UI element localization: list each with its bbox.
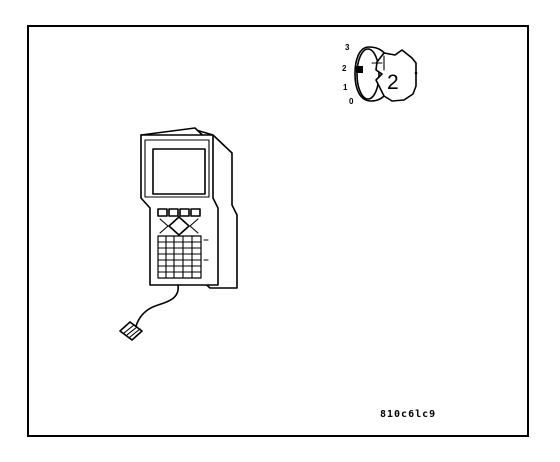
side-key-detail [203, 239, 209, 261]
navigation-side-keys [159, 218, 199, 234]
tester-cable [119, 284, 179, 341]
key-head [375, 49, 417, 102]
connector-plug [119, 321, 143, 341]
navigation-pad [168, 216, 190, 236]
key-number-label: 2 [387, 71, 399, 94]
ignition-switch: 2 3 2 1 0 [342, 43, 418, 106]
figure-code: 810c6lc9 [380, 409, 436, 420]
figure-frame [27, 25, 529, 437]
position-marker [356, 66, 363, 73]
lock-face [356, 48, 380, 100]
cable [135, 284, 179, 327]
position-label-1: 1 [343, 83, 348, 92]
key-blade-detail [371, 55, 385, 71]
keypad [157, 235, 202, 279]
function-keys [157, 208, 201, 217]
position-label-2: 2 [342, 64, 347, 73]
diagnostic-tester [140, 127, 238, 289]
connector-pins [123, 324, 141, 338]
tester-bevel [144, 139, 210, 198]
position-label-3: 3 [345, 43, 350, 52]
position-label-0: 0 [349, 97, 354, 106]
key-ring-hole [414, 71, 418, 75]
tester-screen [152, 148, 206, 195]
